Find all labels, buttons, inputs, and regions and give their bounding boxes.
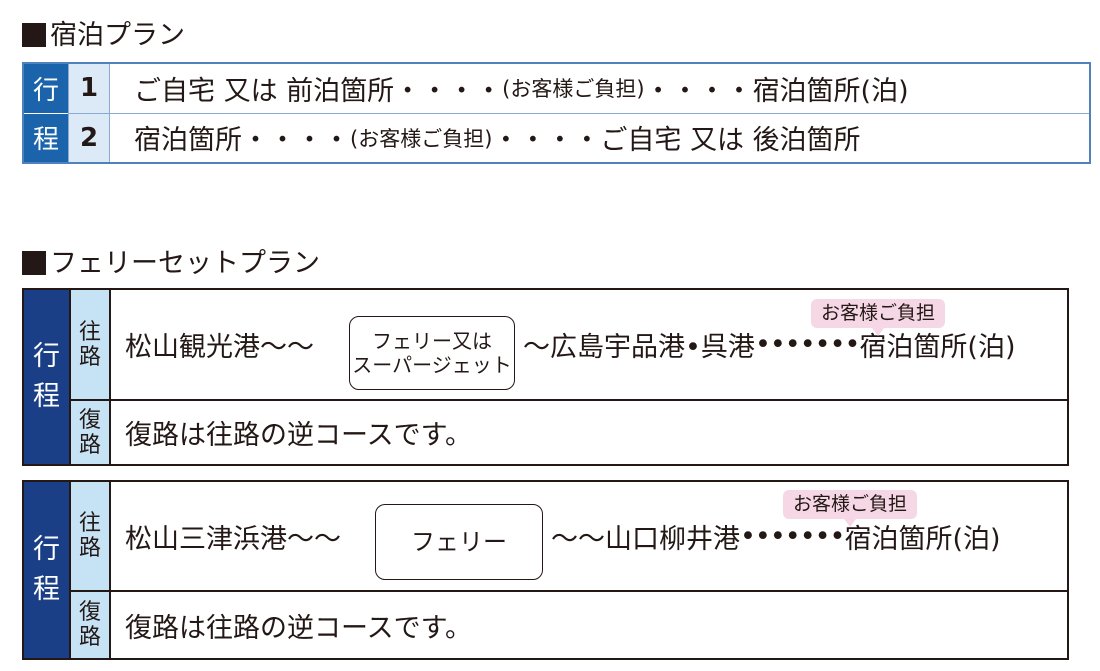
ferry-plan-table-2: 行 程 往 路 松山三津浜港 〜〜 フェリー 〜〜 山口柳井港 ••••••• — [22, 480, 1069, 660]
route-dots: ・・・・ — [242, 125, 350, 157]
outbound-label: 往 路 — [69, 290, 111, 399]
transport-box: フェリー — [375, 504, 543, 580]
route-origin-group: 松山三津浜港 〜〜 — [125, 482, 341, 590]
wave-symbol: 〜〜 — [287, 523, 341, 555]
itinerary-side-label: 行 程 — [24, 482, 69, 658]
side-char-1: 行 — [33, 534, 60, 565]
route-destination-group: 〜〜 山口柳井港 ••••••• 宿泊箇所(泊) — [551, 482, 1001, 590]
wave-symbol: 〜 — [523, 332, 550, 363]
ferry-set-plan-heading: フェリーセットプラン — [22, 246, 320, 282]
route-dots: ・・・・ — [394, 75, 503, 107]
outbound-row: 往 路 松山三津浜港 〜〜 フェリー 〜〜 山口柳井港 ••••••• 宿泊箇所… — [69, 482, 1067, 590]
itinerary-side-label: 行 程 — [24, 290, 69, 464]
route-end: 宿泊箇所(泊) — [844, 523, 1001, 555]
return-text: 復路は往路の逆コースです。 — [125, 612, 472, 644]
return-row: 復 路 復路は往路の逆コースです。 — [69, 590, 1067, 658]
route-dots: ・・・・ — [644, 75, 753, 107]
label-char: 路 — [78, 344, 101, 370]
side-char-2: 程 — [33, 574, 60, 605]
black-square-icon — [22, 251, 46, 275]
lodging-itinerary-table: 行 程 1 2 ご自宅 又は 前泊箇所 ・・・・ (お客様ご負担) ・・・・ 宿… — [22, 62, 1091, 164]
route-destination: 山口柳井港 — [605, 523, 740, 555]
label-char: 路 — [78, 432, 101, 458]
transport-line-2: スーパージェット — [352, 353, 512, 377]
burden-note: (お客様ご負担) — [350, 126, 493, 151]
label-char: 往 — [78, 511, 101, 536]
route-dots: ・・・・ — [492, 125, 601, 157]
transport-line-1: フェリー又は — [372, 329, 492, 353]
return-row: 復 路 復路は往路の逆コースです。 — [69, 399, 1067, 464]
route-destination: 広島宇品港•呉港 — [550, 332, 755, 363]
route-dots: ••••••• — [740, 520, 845, 552]
route-end: ご自宅 又は 後泊箇所 — [600, 125, 861, 157]
black-square-icon — [22, 23, 46, 47]
burden-badge: お客様ご負担 — [811, 299, 946, 336]
label-char: 復 — [78, 407, 101, 433]
route-dots: ••••••• — [754, 329, 860, 360]
return-text: 復路は往路の逆コースです。 — [125, 420, 472, 451]
label-char: 路 — [78, 625, 101, 650]
label-char: 復 — [78, 600, 101, 625]
burden-note: (お客様ご負担) — [502, 77, 645, 102]
transport-box: フェリー又は スーパージェット — [349, 316, 515, 390]
route-end: 宿泊箇所(泊) — [752, 75, 909, 107]
return-label: 復 路 — [69, 592, 111, 658]
route-destination-group: 〜 広島宇品港•呉港 ••••••• 宿泊箇所(泊) — [523, 290, 1016, 399]
ferry-set-plan-title: フェリーセットプラン — [50, 248, 320, 279]
itinerary-row-day-1: ご自宅 又は 前泊箇所 ・・・・ (お客様ご負担) ・・・・ 宿泊箇所(泊) — [110, 64, 1089, 113]
outbound-row: 往 路 松山観光港 〜〜 フェリー又は スーパージェット 〜 広島宇品港•呉港 … — [69, 290, 1067, 399]
label-char: 路 — [78, 536, 101, 561]
day-number-1: 1 — [69, 64, 109, 113]
route-start: ご自宅 又は 前泊箇所 — [134, 75, 395, 107]
route-origin: 松山三津浜港 — [125, 523, 287, 555]
label-char: 往 — [78, 319, 101, 345]
side-char-2: 程 — [33, 381, 60, 412]
lodging-plan-heading: 宿泊プラン — [22, 18, 185, 54]
side-char-1: 行 — [33, 341, 60, 372]
wave-symbol: 〜〜 — [260, 332, 314, 363]
burden-badge: お客様ご負担 — [783, 490, 918, 527]
route-start: 宿泊箇所 — [134, 125, 242, 157]
side-char-1: 行 — [24, 64, 68, 113]
wave-symbol: 〜〜 — [551, 523, 605, 555]
itinerary-side-label: 行 程 — [24, 64, 68, 162]
itinerary-row-day-2: 宿泊箇所 ・・・・ (お客様ご負担) ・・・・ ご自宅 又は 後泊箇所 — [110, 112, 1089, 163]
lodging-plan-title: 宿泊プラン — [50, 20, 185, 51]
ferry-plan-table-1: 行 程 往 路 松山観光港 〜〜 フェリー又は スーパージェット 〜 広島宇品港… — [22, 288, 1069, 466]
side-char-2: 程 — [24, 112, 68, 162]
return-label: 復 路 — [69, 401, 111, 464]
route-origin-group: 松山観光港 〜〜 — [125, 290, 314, 399]
route-origin: 松山観光港 — [125, 332, 260, 363]
day-number-2: 2 — [69, 112, 109, 162]
route-end: 宿泊箇所(泊) — [859, 332, 1016, 363]
transport-line-1: フェリー — [411, 528, 507, 556]
outbound-label: 往 路 — [69, 482, 111, 590]
